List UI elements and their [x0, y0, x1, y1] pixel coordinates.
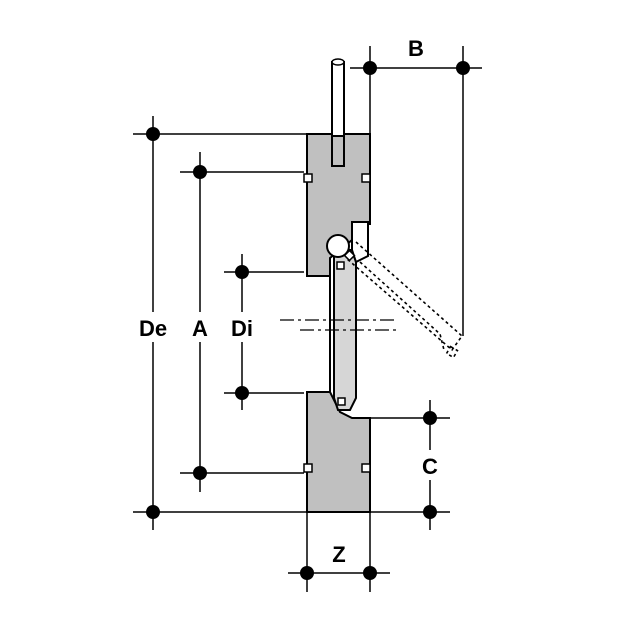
label-bg-di: [224, 312, 260, 342]
hinge-arm: [351, 221, 369, 264]
label-bg-c: [414, 450, 446, 480]
valve-body: [306, 133, 371, 513]
dot-z-right: [363, 566, 377, 580]
label-a: A: [192, 316, 208, 341]
label-b: B: [408, 36, 424, 61]
dot-c-top: [423, 411, 437, 425]
dot-de-top: [146, 127, 160, 141]
valve-disc-open-dashed: [345, 241, 464, 359]
dot-de-bottom: [146, 505, 160, 519]
label-di: Di: [231, 316, 253, 341]
stem-lower: [331, 135, 345, 167]
stem: [331, 58, 345, 167]
dot-di-bottom: [235, 386, 249, 400]
stem-upper: [331, 61, 345, 145]
hinge-pivot: [326, 234, 350, 258]
dot-a-top: [193, 165, 207, 179]
seal-disc-bottom: [337, 397, 346, 406]
label-c: C: [422, 454, 438, 479]
stem-top: [331, 58, 345, 66]
pivot-pin: [343, 249, 356, 262]
centerline: [280, 319, 398, 331]
body-lower: [306, 391, 371, 513]
dot-a-bottom: [193, 466, 207, 480]
dot-di-top: [235, 265, 249, 279]
dot-z-left: [300, 566, 314, 580]
dot-c-bottom: [423, 505, 437, 519]
dot-b-right: [456, 61, 470, 75]
label-de: De: [139, 316, 167, 341]
seal-bottom-right: [361, 463, 371, 473]
dot-b-left: [363, 61, 377, 75]
dimension-labels: De A Di B C Z: [132, 36, 446, 567]
seals: [303, 173, 371, 473]
seal-bottom-left: [303, 463, 313, 473]
seal-top-right: [361, 173, 371, 183]
label-bg-a: [186, 312, 214, 342]
seal-top-left: [303, 173, 313, 183]
seal-disc-top: [336, 261, 345, 270]
label-z: Z: [332, 542, 345, 567]
label-bg-de: [132, 312, 174, 342]
dimension-dots: [146, 61, 470, 580]
